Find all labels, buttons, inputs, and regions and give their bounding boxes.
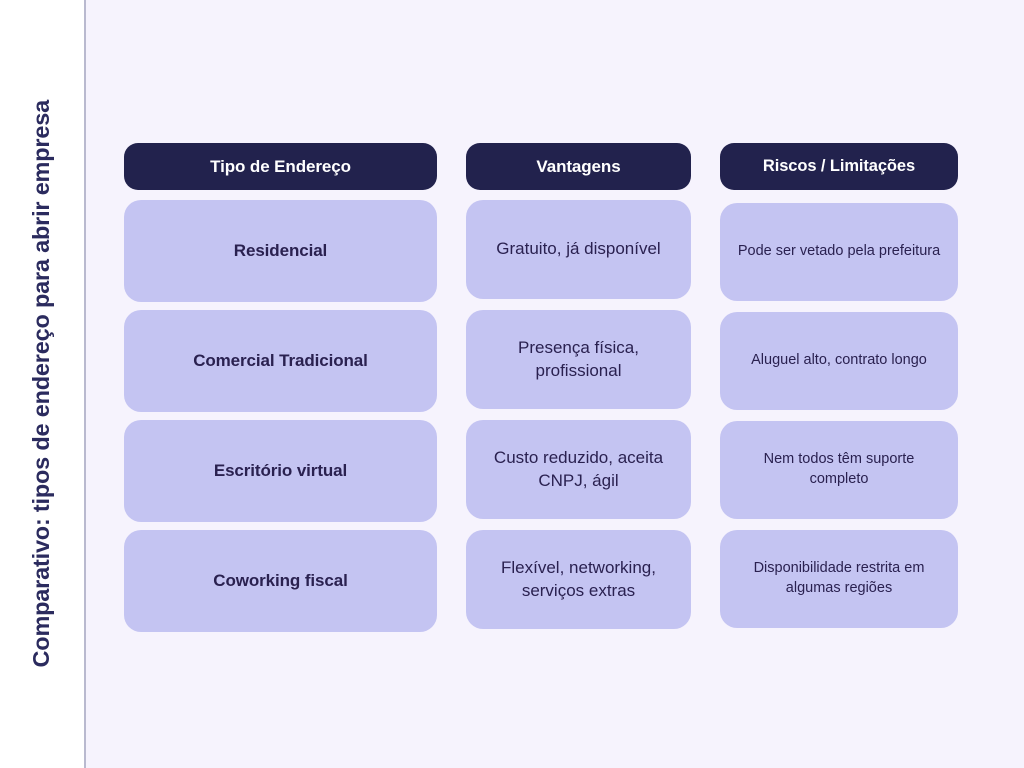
column-header-riscos-limitacoes: Riscos / Limitações xyxy=(720,143,958,190)
table-cell-vantagens-4: Flexível, networking, serviços extras xyxy=(466,530,691,629)
comparison-table: Tipo de Endereço Residencial Comercial T… xyxy=(124,143,958,632)
slide-canvas: Tipo de Endereço Residencial Comercial T… xyxy=(86,0,1024,768)
table-cell-vantagens-1: Gratuito, já disponível xyxy=(466,200,691,299)
table-cell-tipo-4: Coworking fiscal xyxy=(124,530,437,632)
column-tipo-de-endereco: Tipo de Endereço Residencial Comercial T… xyxy=(124,143,437,632)
rail-divider xyxy=(84,0,86,768)
table-cell-tipo-2: Comercial Tradicional xyxy=(124,310,437,412)
table-cell-riscos-3: Nem todos têm suporte completo xyxy=(720,421,958,519)
table-cell-vantagens-2: Presença física, profissional xyxy=(466,310,691,409)
table-cell-riscos-4: Disponibilidade restrita em algumas regi… xyxy=(720,530,958,628)
table-cell-vantagens-3: Custo reduzido, aceita CNPJ, ágil xyxy=(466,420,691,519)
column-riscos-limitacoes: Riscos / Limitações Pode ser vetado pela… xyxy=(720,143,958,632)
side-title: Comparativo: tipos de endereço para abri… xyxy=(28,100,55,668)
table-cell-riscos-1: Pode ser vetado pela prefeitura xyxy=(720,203,958,301)
column-vantagens: Vantagens Gratuito, já disponível Presen… xyxy=(466,143,691,632)
side-rail: Comparativo: tipos de endereço para abri… xyxy=(0,0,85,768)
side-title-container: Comparativo: tipos de endereço para abri… xyxy=(0,0,84,768)
table-cell-riscos-2: Aluguel alto, contrato longo xyxy=(720,312,958,410)
column-header-vantagens: Vantagens xyxy=(466,143,691,190)
column-header-tipo-de-endereco: Tipo de Endereço xyxy=(124,143,437,190)
table-cell-tipo-1: Residencial xyxy=(124,200,437,302)
table-cell-tipo-3: Escritório virtual xyxy=(124,420,437,522)
